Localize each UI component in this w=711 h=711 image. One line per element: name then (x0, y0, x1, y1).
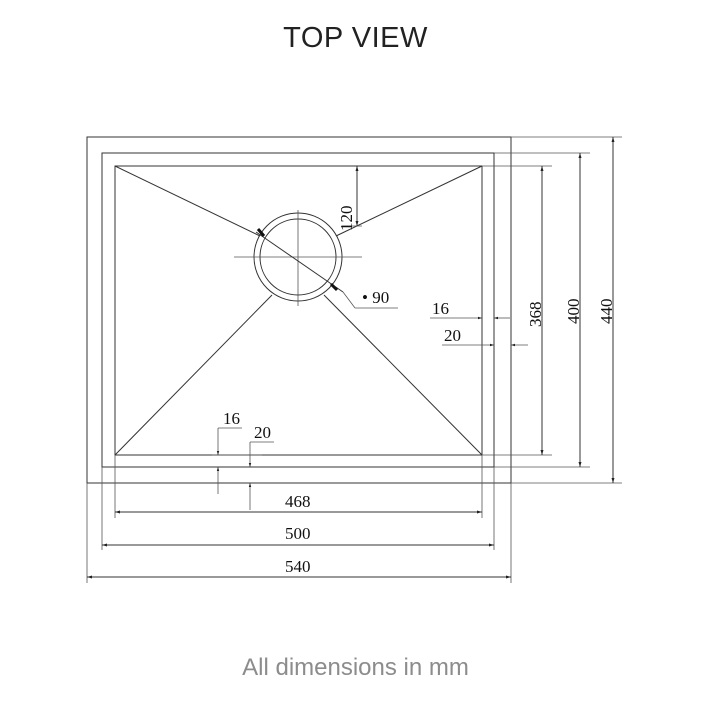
slope-line-bottom-right (323, 294, 483, 456)
drain-label-underline (342, 291, 356, 309)
dim-20-side-label: 20 (444, 326, 461, 345)
dim-400-label: 400 (564, 299, 583, 325)
dim-368-label: 368 (526, 302, 545, 328)
slope-line-top-left (114, 165, 261, 237)
page-title: TOP VIEW (283, 22, 428, 54)
slope-line-bottom-left (114, 294, 273, 456)
dim-500-label: 500 (285, 524, 311, 543)
dim-20-bottom-label: 20 (254, 423, 271, 442)
dim-440-label: 440 (597, 299, 616, 325)
dim-16-bottom-label: 16 (223, 409, 240, 428)
drain-leader-tick-a (256, 228, 266, 237)
sink-bowl (114, 165, 483, 456)
dim-540-label: 540 (285, 557, 311, 576)
dim-16-side-label: 16 (432, 299, 449, 318)
drain-leader-tick-b (329, 282, 339, 292)
dimensions-note: All dimensions in mm (242, 654, 469, 681)
sink-outer-rim (86, 136, 512, 484)
dim-120-label: 120 (337, 206, 356, 232)
dim-468-label: 468 (285, 492, 311, 511)
drain-diameter-label: • 90 (362, 288, 389, 307)
slope-line-top-right (335, 165, 483, 237)
drain-diameter-leader (255, 231, 344, 293)
sink-mid-rim (101, 152, 495, 468)
